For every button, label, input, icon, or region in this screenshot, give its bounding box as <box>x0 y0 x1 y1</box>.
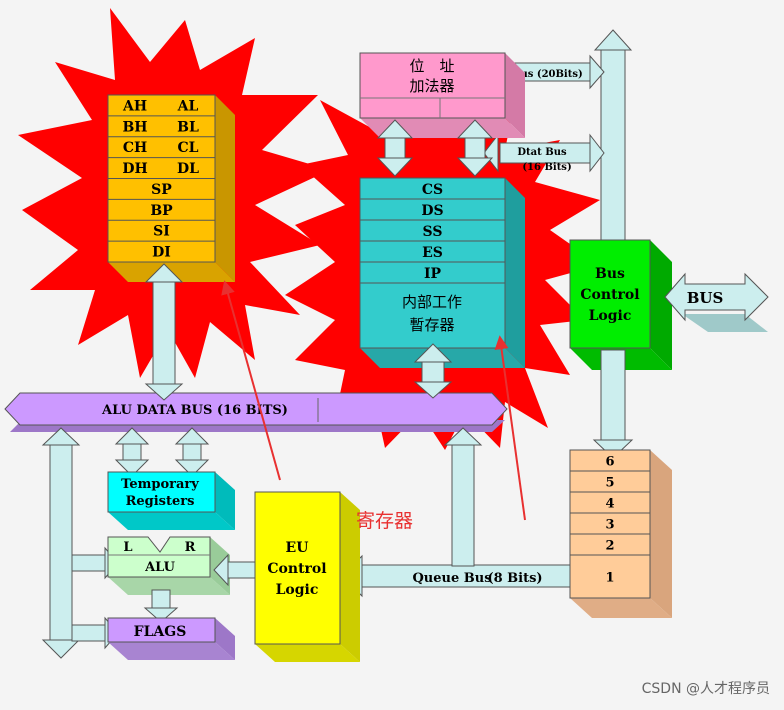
alu-label: ALU <box>144 560 176 575</box>
address-bus-arrow: Bus (20Bits) <box>504 54 605 90</box>
queue-slot-4: 4 <box>605 497 614 512</box>
queue-slot-1: 1 <box>605 571 614 586</box>
alu-block: L R ALU <box>107 536 230 595</box>
alu-data-bus-label: ALU DATA BUS (16 BITS) <box>101 403 288 418</box>
gp-register-sp: SP <box>151 182 172 198</box>
gp-register-ah: AH <box>122 98 147 114</box>
alu-data-bus: ALU DATA BUS (16 BITS) <box>4 392 508 432</box>
watermark-text: CSDN @人才程序员 <box>642 681 770 697</box>
left-vertical-bus <box>41 427 119 659</box>
address-bus-label: Bus (20Bits) <box>512 69 583 80</box>
address-adder-box: 位 址 加法器 <box>359 52 525 138</box>
segment-register-ip: IP <box>424 266 442 282</box>
queue-slot-5: 5 <box>605 476 614 491</box>
gp-register-bh: BH <box>122 119 147 135</box>
bus-control-line2: Control <box>580 287 639 303</box>
annotation-label: 寄存器 <box>356 510 413 532</box>
alu-left-input: L <box>123 540 132 555</box>
address-adder-line1: 位 址 <box>409 57 454 75</box>
alu-flags-arrow <box>143 589 179 623</box>
temp-registers-line1: Temporary <box>121 477 199 492</box>
eu-control-line2: Control <box>267 561 326 577</box>
segment-register-ss: SS <box>423 224 443 240</box>
flags-block: FLAGS <box>107 617 235 660</box>
gp-register-dh: DH <box>122 161 147 177</box>
external-bus-label: BUS <box>687 289 724 307</box>
segment-alu-bus-arrow <box>413 343 453 399</box>
gp-register-bp: BP <box>150 203 173 219</box>
gp-register-cl: CL <box>178 140 199 156</box>
temporary-registers-block: Temporary Registers <box>107 471 235 530</box>
segment-register-cs: CS <box>422 182 443 198</box>
bus-control-line1: Bus <box>595 266 625 282</box>
system-bus-trunk <box>593 29 633 241</box>
general-registers-block: AH AL BH BL CH CL DH DL SP BP SI DI <box>107 94 235 282</box>
queue-alu-bus-arrow <box>443 427 483 567</box>
eu-control-line3: Logic <box>276 582 319 598</box>
eu-control-logic-block: EU Control Logic <box>254 491 360 662</box>
alu-right-input: R <box>185 540 196 555</box>
bus-control-logic-block: Bus Control Logic <box>569 239 672 370</box>
queue-slot-3: 3 <box>605 518 614 533</box>
gp-alu-bus-arrow <box>144 263 184 401</box>
adder-segment-arrows <box>376 119 494 177</box>
address-adder-line2: 加法器 <box>409 77 454 95</box>
queue-bus-label-a: Queue Bus <box>412 571 491 586</box>
bus-control-queue-arrow <box>592 349 634 459</box>
segment-register-es: ES <box>422 245 443 261</box>
external-bus-arrow: BUS <box>664 272 769 332</box>
queue-slot-6: 6 <box>605 455 614 470</box>
eu-control-alu-arrow <box>213 553 258 587</box>
internal-temp-line1: 内部工作 <box>402 293 462 311</box>
data-bus-label-line1: Dtat Bus <box>517 147 567 158</box>
gp-register-ch: CH <box>123 140 147 156</box>
gp-register-al: AL <box>177 98 199 114</box>
eu-control-line1: EU <box>286 540 309 556</box>
segment-registers-block: CS DS SS ES IP 内部工作 暫存器 <box>359 177 525 368</box>
annotation-arrows <box>221 280 526 521</box>
instruction-queue-block: 6 5 4 3 2 1 <box>569 449 672 618</box>
gp-register-di: DI <box>152 245 171 261</box>
temp-registers-line2: Registers <box>126 494 195 509</box>
bus-control-line3: Logic <box>589 308 632 324</box>
segment-register-ds: DS <box>421 203 443 219</box>
queue-slot-2: 2 <box>605 539 614 554</box>
data-bus-label-line2: (16 Bits) <box>522 162 571 173</box>
gp-register-bl: BL <box>177 119 199 135</box>
gp-register-si: SI <box>153 224 170 240</box>
internal-temp-line2: 暫存器 <box>409 316 454 334</box>
queue-bus-label-b: (8 Bits) <box>487 571 542 586</box>
bus-temp-registers-arrows <box>114 427 210 477</box>
flags-label: FLAGS <box>134 624 187 640</box>
data-bus-arrow: Dtat Bus (16 Bits) <box>483 133 605 173</box>
gp-register-dl: DL <box>177 161 199 177</box>
